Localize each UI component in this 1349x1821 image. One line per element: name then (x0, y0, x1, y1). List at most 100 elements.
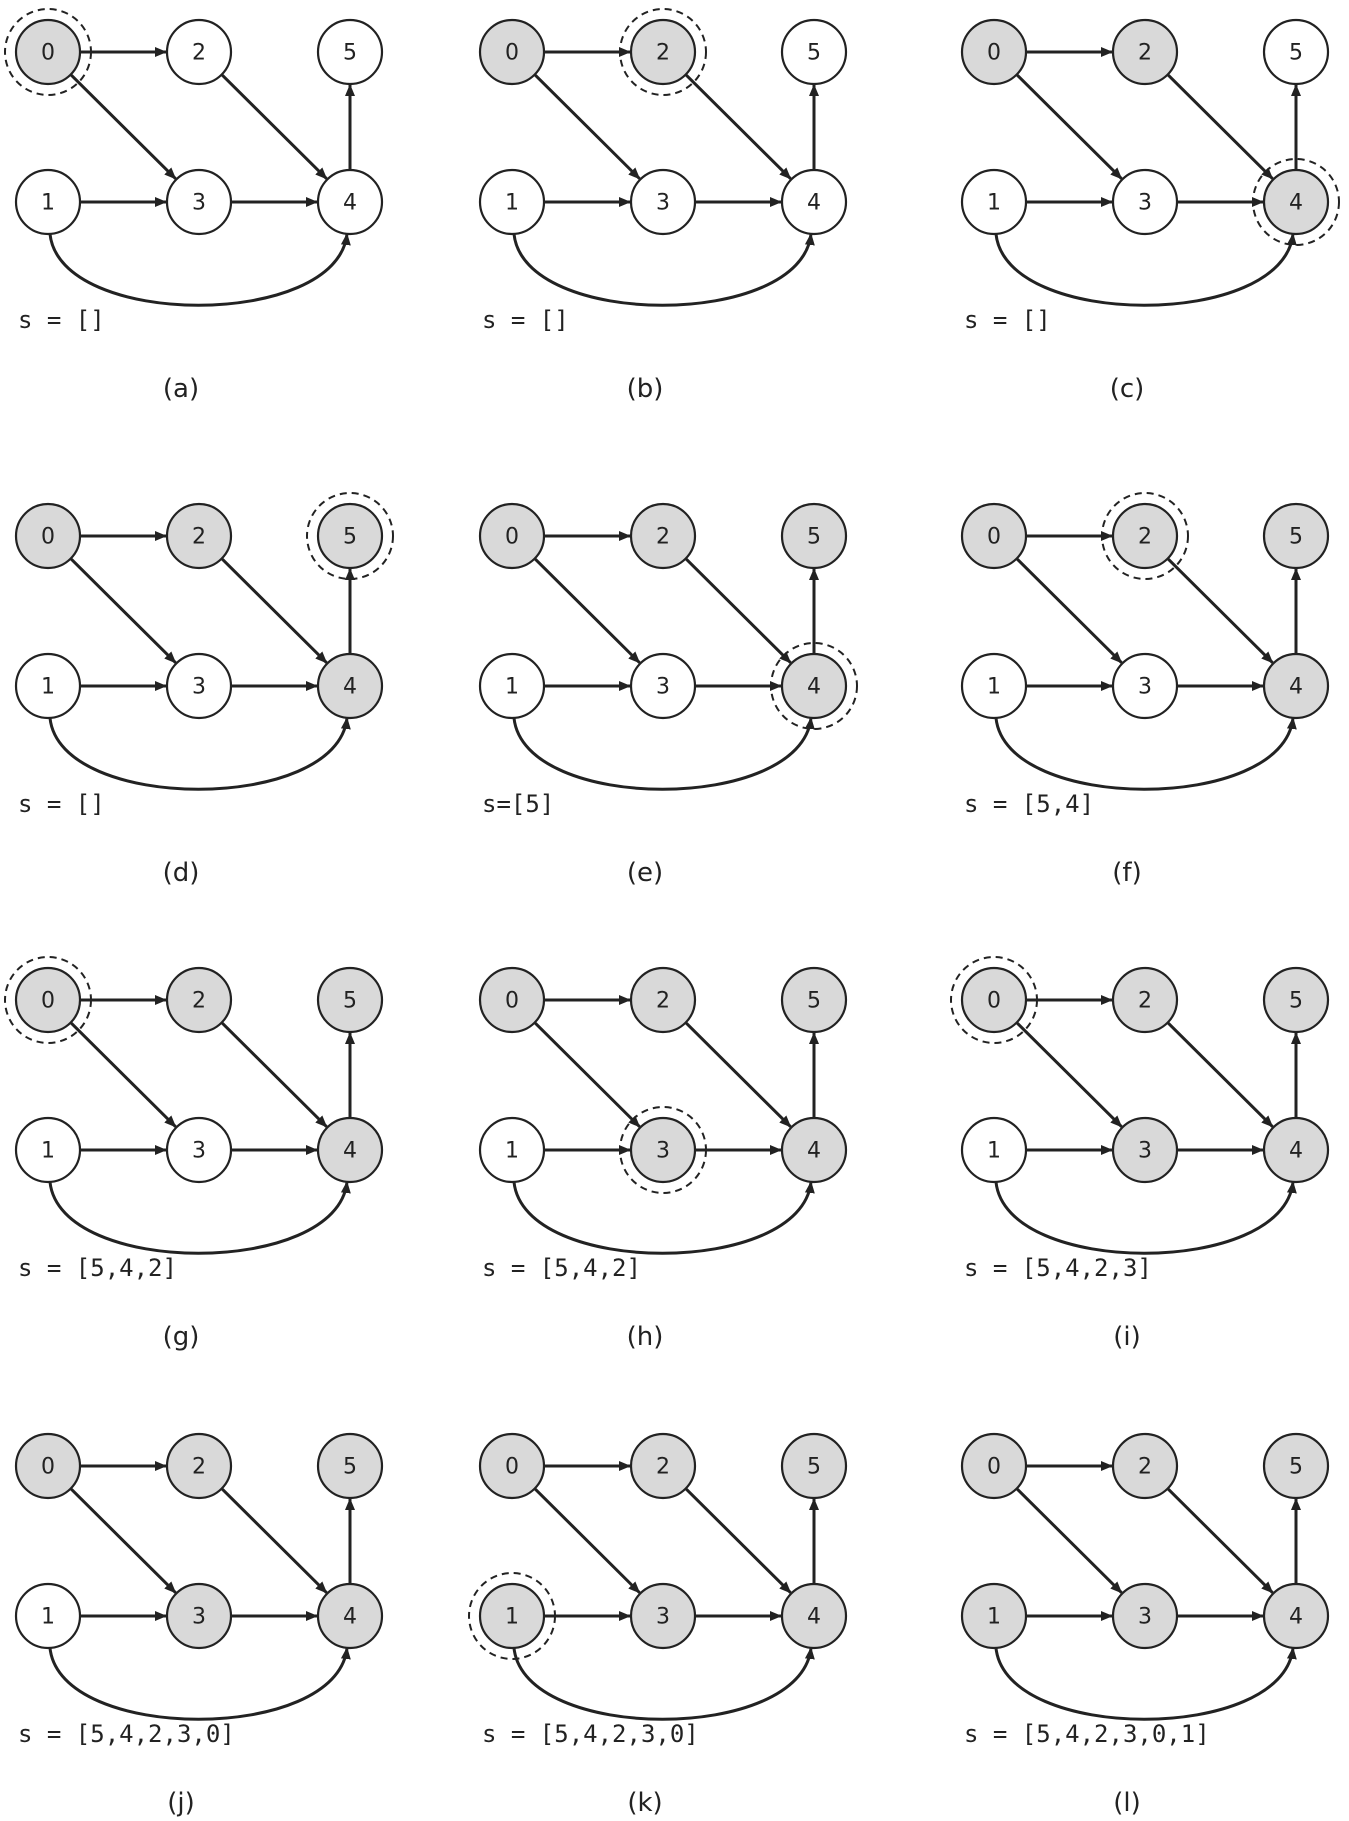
current-node-ring (770, 642, 858, 730)
node-4-label: 4 (343, 675, 357, 700)
node-3: 3 (629, 1582, 697, 1650)
panel-caption: (e) (627, 858, 663, 888)
node-5-circle (316, 18, 384, 86)
node-1-label: 1 (41, 1605, 55, 1630)
node-2-circle (629, 1432, 697, 1500)
node-1: 1 (960, 1582, 1028, 1650)
node-3: 3 (165, 1116, 233, 1184)
node-0-label: 0 (987, 41, 1001, 66)
node-1-circle (478, 1116, 546, 1184)
node-4: 4 (316, 168, 384, 236)
node-2-label: 2 (1138, 41, 1152, 66)
node-4-label: 4 (343, 1605, 357, 1630)
node-3-circle (165, 1116, 233, 1184)
node-0: 0 (14, 966, 82, 1034)
edge-1-4 (48, 233, 351, 307)
node-3-label: 3 (1138, 1605, 1152, 1630)
edge-0-3 (533, 557, 641, 664)
node-5-label: 5 (807, 41, 821, 66)
stack-label: s = [5,4,2,3,0] (18, 1720, 235, 1748)
node-4-circle (1262, 1582, 1330, 1650)
node-1: 1 (14, 652, 82, 720)
node-0-label: 0 (41, 525, 55, 550)
node-4-circle (1262, 652, 1330, 720)
edge-2-4 (684, 73, 792, 180)
node-2-label: 2 (192, 989, 206, 1014)
node-0-circle (960, 966, 1028, 1034)
edge-2-4 (684, 1487, 792, 1594)
node-1: 1 (960, 168, 1028, 236)
node-5: 5 (780, 18, 848, 86)
node-5: 5 (1262, 1432, 1330, 1500)
edge-1-4 (512, 233, 815, 307)
stack-label: s = [] (482, 306, 569, 334)
node-1-circle (14, 168, 82, 236)
node-2-circle (629, 18, 697, 86)
node-1-circle (960, 1582, 1028, 1650)
node-3-circle (629, 1582, 697, 1650)
node-4-label: 4 (343, 1139, 357, 1164)
node-0: 0 (960, 502, 1028, 570)
panel-caption: (f) (1112, 858, 1141, 888)
node-1-circle (478, 168, 546, 236)
edge-1-4 (512, 1181, 815, 1255)
node-0-label: 0 (41, 41, 55, 66)
node-3-circle (1111, 652, 1179, 720)
stack-label: s = [5,4] (964, 790, 1094, 818)
node-0-label: 0 (41, 989, 55, 1014)
edge-2-4 (1166, 1021, 1274, 1128)
node-4-circle (316, 168, 384, 236)
node-4: 4 (1262, 652, 1330, 720)
node-4-circle (780, 1582, 848, 1650)
edge-2-4 (1166, 557, 1274, 664)
node-3-label: 3 (1138, 191, 1152, 216)
stack-label: s = [] (18, 790, 105, 818)
panel-caption: (h) (627, 1322, 664, 1352)
node-4: 4 (780, 1582, 848, 1650)
node-4-circle (1262, 1116, 1330, 1184)
stack-label: s = [5,4,2] (18, 1254, 177, 1282)
node-3-label: 3 (656, 1605, 670, 1630)
edge-0-3 (69, 73, 177, 180)
node-4: 4 (316, 652, 384, 720)
edge-1-4 (994, 717, 1297, 791)
node-2-circle (629, 502, 697, 570)
node-5-circle (316, 502, 384, 570)
node-0-label: 0 (505, 41, 519, 66)
edge-2-4 (1166, 73, 1274, 180)
current-node-ring (468, 1572, 556, 1660)
edge-0-3 (69, 557, 177, 664)
node-3-circle (165, 168, 233, 236)
node-0-label: 0 (987, 525, 1001, 550)
node-2: 2 (629, 966, 697, 1034)
panel-caption: (g) (163, 1322, 200, 1352)
panel-caption: (c) (1110, 374, 1145, 404)
node-5-circle (1262, 18, 1330, 86)
node-1-label: 1 (505, 675, 519, 700)
node-5: 5 (316, 1432, 384, 1500)
node-4-label: 4 (807, 675, 821, 700)
node-1: 1 (960, 652, 1028, 720)
stack-label: s=[5] (482, 790, 554, 818)
node-2: 2 (165, 1432, 233, 1500)
node-3-circle (165, 652, 233, 720)
node-3: 3 (1111, 652, 1179, 720)
node-5-label: 5 (1289, 525, 1303, 550)
node-5-label: 5 (343, 1455, 357, 1480)
edge-2-4 (684, 557, 792, 664)
node-4-circle (780, 1116, 848, 1184)
node-4-label: 4 (343, 191, 357, 216)
node-0: 0 (14, 502, 82, 570)
node-3-circle (629, 1116, 697, 1184)
node-0: 0 (960, 18, 1028, 86)
node-5-circle (780, 1432, 848, 1500)
node-5-circle (316, 966, 384, 1034)
node-1: 1 (14, 168, 82, 236)
node-2: 2 (1111, 1432, 1179, 1500)
node-1-label: 1 (505, 1605, 519, 1630)
